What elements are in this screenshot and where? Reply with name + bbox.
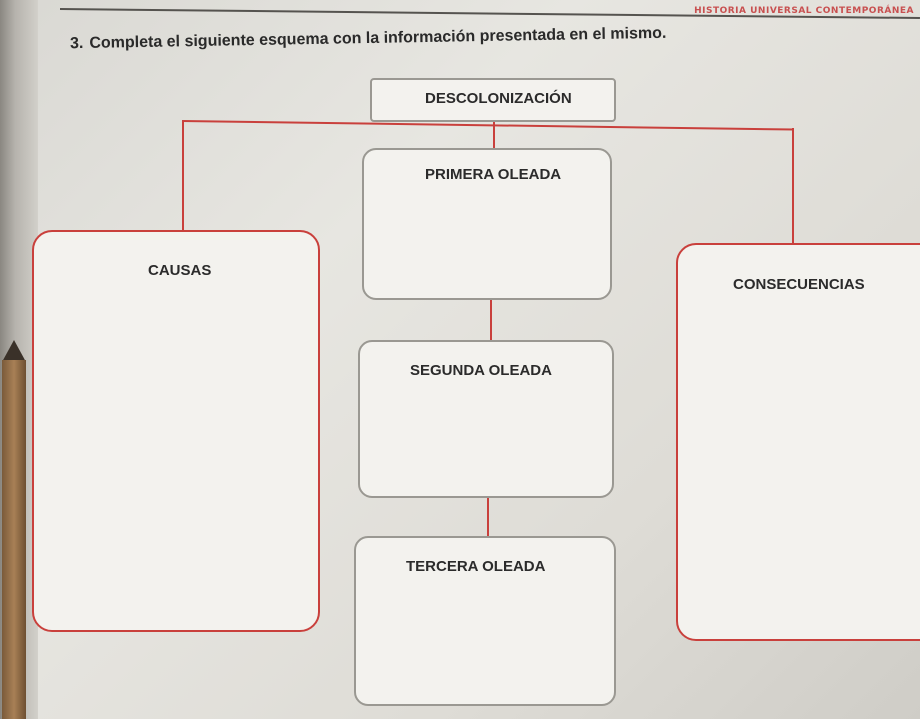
connector-wave1-wave2 <box>490 300 492 342</box>
connector-right-down <box>792 128 794 246</box>
box-consecuencias <box>676 243 920 641</box>
box-causas <box>32 230 320 632</box>
question-text: Completa el siguiente esquema con la inf… <box>89 24 667 52</box>
box-tercera-oleada <box>354 536 616 706</box>
question-prompt: 3. Completa el siguiente esquema con la i… <box>70 25 667 53</box>
pencil-tip <box>2 340 26 362</box>
pencil <box>2 360 26 719</box>
running-header: HISTORIA UNIVERSAL CONTEMPORÁNEA <box>694 6 914 16</box>
question-number: 3. <box>69 34 84 53</box>
box-primera-oleada <box>362 148 612 300</box>
label-consecuencias: CONSECUENCIAS <box>733 276 865 293</box>
connector-left-down <box>182 121 184 231</box>
box-descolonizacion <box>370 78 616 122</box>
label-primera-oleada: PRIMERA OLEADA <box>425 166 562 183</box>
label-tercera-oleada: TERCERA OLEADA <box>406 558 546 575</box>
connector-root-down <box>493 120 495 152</box>
label-segunda-oleada: SEGUNDA OLEADA <box>410 362 552 379</box>
label-causas: CAUSAS <box>148 262 212 279</box>
label-descolonizacion: DESCOLONIZACIÓN <box>425 90 572 107</box>
box-segunda-oleada <box>358 340 614 498</box>
connector-wave2-wave3 <box>487 498 489 536</box>
